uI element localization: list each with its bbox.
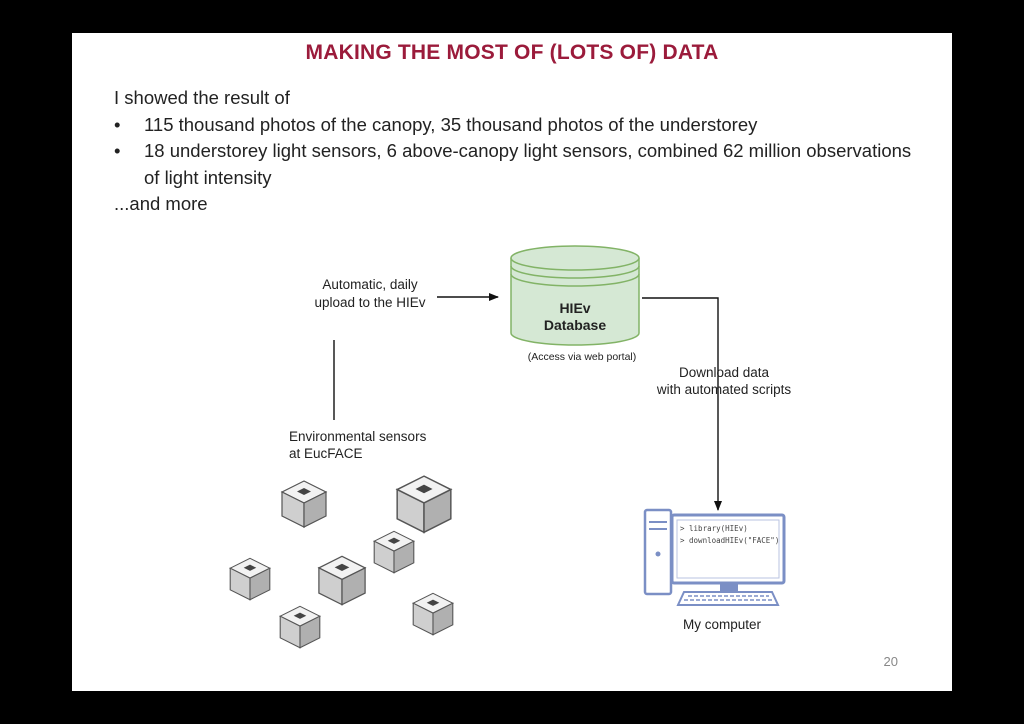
database-note: (Access via web portal)	[528, 351, 637, 363]
bullet-dot-icon: •	[114, 140, 121, 161]
data-flow-diagram: HIEv Database (Access via web portal) Au…	[229, 245, 792, 649]
bullet-text: 18 understorey light sensors, 6 above-ca…	[144, 140, 912, 188]
bullet-text: 115 thousand photos of the canopy, 35 th…	[144, 113, 758, 135]
sensor-box-icon	[396, 475, 452, 533]
bullet-dot-icon: •	[114, 113, 121, 135]
code-line: > downloadHIEv("FACE")	[680, 536, 779, 545]
page-number: 20	[883, 654, 898, 669]
sensors-label-line: Environmental sensors	[289, 429, 427, 444]
intro-text: I showed the result of	[114, 87, 290, 108]
computer-label: My computer	[683, 617, 762, 632]
slide: MAKING THE MOST OF (LOTS OF) DATA I show…	[72, 33, 952, 691]
code-line: > library(HIEv)	[680, 524, 748, 533]
sensor-icons	[229, 475, 454, 649]
upload-label-line: upload to the HIEv	[314, 295, 425, 310]
download-arrow	[642, 297, 722, 511]
sensor-box-icon	[412, 592, 454, 636]
download-label-line: with automated scripts	[656, 382, 792, 397]
bullet-item: • 115 thousand photos of the canopy, 35 …	[114, 112, 914, 139]
sensor-box-icon	[279, 605, 321, 649]
sensor-box-icon	[281, 480, 327, 528]
outro-text: ...and more	[114, 193, 208, 214]
database-label-line: Database	[544, 317, 606, 333]
upload-label-line: Automatic, daily	[322, 277, 418, 292]
download-label-line: Download data	[679, 365, 770, 380]
bullet-item: • 18 understorey light sensors, 6 above-…	[114, 138, 914, 191]
sensor-box-icon	[318, 555, 366, 606]
database-icon	[510, 245, 640, 346]
slide-body: I showed the result of • 115 thousand ph…	[114, 85, 914, 218]
database-label-line: HIEv	[559, 300, 590, 316]
sensor-box-icon	[229, 557, 271, 601]
slide-title: MAKING THE MOST OF (LOTS OF) DATA	[305, 41, 719, 64]
sensor-box-icon	[373, 530, 415, 574]
computer-icon	[643, 508, 786, 606]
sensors-label-line: at EucFACE	[289, 446, 363, 461]
